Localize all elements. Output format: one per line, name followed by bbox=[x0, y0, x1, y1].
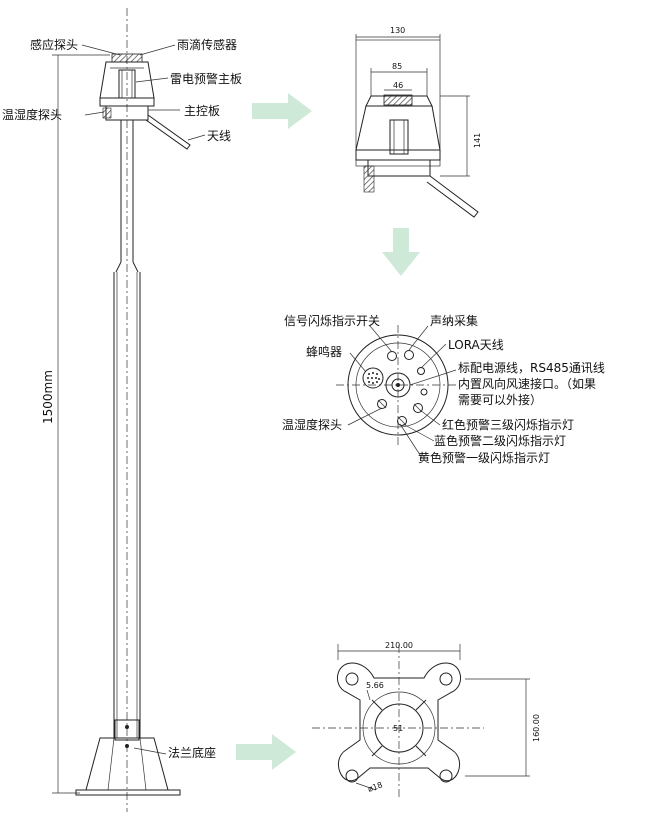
arrow-down bbox=[382, 228, 420, 276]
label-lora: LORA天线 bbox=[448, 338, 504, 352]
label-cable-note-2: 内置风向风速接口。（如果 bbox=[458, 377, 597, 391]
label-sensor-probe: 感应探头 bbox=[30, 38, 79, 52]
label-control-board: 主控板 bbox=[184, 104, 221, 118]
label-red-light: 红色预警三级闪烁指示灯 bbox=[442, 418, 575, 432]
label-sonar: 声纳采集 bbox=[430, 314, 479, 328]
arrow-right-top bbox=[252, 93, 312, 129]
dim-130: 130 bbox=[390, 26, 405, 35]
dim-51: 51 bbox=[393, 724, 403, 733]
label-lightning-board: 雷电预警主板 bbox=[170, 72, 243, 86]
dim-160: 160.00 bbox=[532, 714, 541, 742]
flow-arrows bbox=[236, 93, 420, 770]
label-cable-note-1: 标配电源线，RS485通讯线 bbox=[458, 361, 605, 375]
dim-85: 85 bbox=[392, 62, 402, 71]
label-buzzer: 蜂鸣器 bbox=[306, 345, 343, 359]
label-rain-sensor: 雨滴传感器 bbox=[177, 38, 238, 52]
label-bottom-temp-humidity: 温湿度探头 bbox=[282, 418, 343, 432]
bottom-view-drawing bbox=[336, 325, 460, 459]
dim-141: 141 bbox=[473, 133, 482, 148]
label-yellow-light: 黄色预警一级闪烁指示灯 bbox=[418, 451, 551, 465]
dim-46: 46 bbox=[393, 81, 403, 90]
label-cable-note-3: 需要可以外接） bbox=[458, 393, 543, 407]
head-detail-drawing bbox=[355, 34, 479, 218]
label-antenna: 天线 bbox=[207, 129, 232, 143]
label-temp-humidity-probe: 温湿度探头 bbox=[2, 108, 63, 122]
dim-210: 210.00 bbox=[385, 641, 413, 650]
dim-566: 5.66 bbox=[366, 681, 384, 690]
label-blue-light: 蓝色预警二级闪烁指示灯 bbox=[434, 434, 567, 448]
label-signal-switch: 信号闪烁指示开关 bbox=[284, 314, 381, 328]
dim-hole-18: ø18 bbox=[367, 780, 384, 794]
arrow-right-bottom bbox=[236, 734, 296, 770]
pole-drawing bbox=[52, 8, 206, 812]
pole-height-label: 1500mm bbox=[41, 370, 55, 424]
flange-drawing bbox=[312, 644, 530, 800]
label-flange-base: 法兰底座 bbox=[168, 746, 217, 760]
